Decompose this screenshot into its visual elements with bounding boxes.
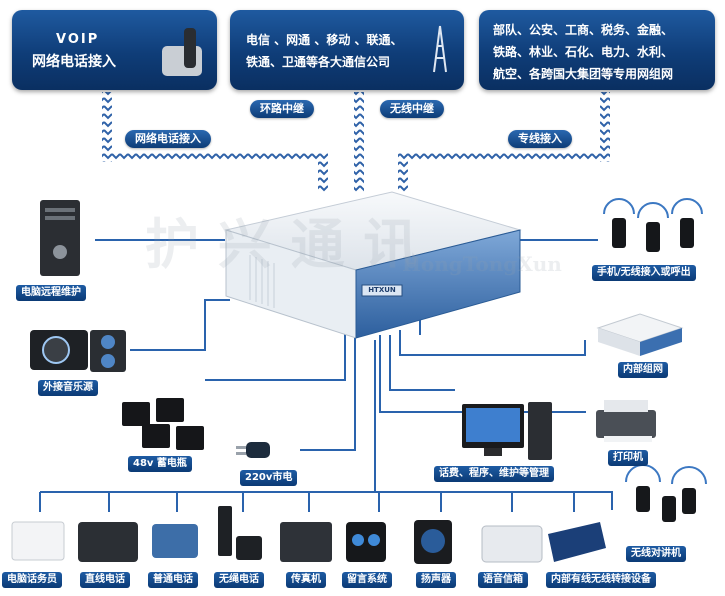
bottom-label-cordless-phone: 无绳电话	[214, 572, 264, 588]
battery-label: 48v 蓄电瓶	[128, 456, 192, 472]
power-plug-icon	[236, 442, 270, 458]
watermark-english: HongTongXun	[402, 252, 562, 276]
carriers-line-2: 铁通、卫通等各大通信公司	[246, 55, 391, 69]
management-label: 话费、程序、维护等管理	[434, 466, 554, 482]
management-pc-icon	[462, 402, 552, 460]
printer-label: 打印机	[608, 450, 648, 466]
desk-phone-icon	[162, 28, 202, 76]
external-music-label: 外接音乐源	[38, 380, 98, 396]
bottom-label-loudspeaker: 扬声器	[416, 572, 456, 588]
bottom-label-fax: 传真机	[286, 572, 326, 588]
computer-tower-icon	[40, 200, 80, 276]
ring-relay-pill: 环路中继	[250, 100, 314, 118]
voip-title: VOIP	[56, 32, 100, 47]
network-phone-pill: 网络电话接入	[125, 130, 211, 148]
device-brand-plate: HTXUN	[368, 286, 396, 294]
mobile-access-label: 手机/无线接入或呼出	[592, 265, 696, 281]
bottom-label-direct-phone: 直线电话	[80, 572, 130, 588]
internal-network-label: 内部组网	[618, 362, 668, 378]
mains-power-label: 220v市电	[240, 470, 298, 486]
tower-icon	[433, 25, 447, 73]
printer-icon	[596, 400, 656, 442]
carriers-box: 电信 、网通 、移动 、联通、 铁通、卫通等各大通信公司	[230, 10, 464, 90]
watermark-chinese: 护 兴 通 讯	[145, 212, 418, 276]
bottom-label-voicemail: 语音信箱	[478, 572, 528, 588]
enterprise-line-3: 航空、各跨国大集团等专用网组网	[493, 67, 674, 81]
bottom-device-icons	[11, 506, 606, 564]
enterprise-line-1: 部队、公安、工商、税务、金融、	[493, 23, 674, 37]
enterprise-box: 部队、公安、工商、税务、金融、 铁路、林业、石化、电力、水利、 航空、各跨国大集…	[479, 10, 715, 90]
internal-network-unit-icon	[596, 313, 684, 356]
bottom-label-message-system: 留言系统	[342, 572, 392, 588]
enterprise-line-2: 铁路、林业、石化、电力、水利、	[493, 45, 674, 59]
wireless-relay-pill: 无线中继	[380, 100, 444, 118]
carriers-line-1: 电信 、网通 、移动 、联通、	[246, 33, 403, 47]
walkie-talkie-label: 无线对讲机	[626, 546, 686, 562]
walkie-talkies-icon	[625, 464, 707, 522]
bottom-label-wired-wireless-adapter: 内部有线无线转接设备	[546, 572, 656, 588]
uplink-chevrons	[102, 92, 610, 192]
bottom-label-regular-phone: 普通电话	[148, 572, 198, 588]
battery-pack-icon	[122, 398, 204, 450]
dedicated-line-pill: 专线接入	[508, 130, 572, 148]
speaker-system-icon	[30, 330, 126, 372]
voip-subtitle: 网络电话接入	[32, 54, 116, 70]
central-pbx-unit	[224, 191, 522, 339]
voip-box: VOIP 网络电话接入	[12, 10, 217, 90]
bottom-label-computer-operator: 电脑话务员	[2, 572, 62, 588]
mobile-phones-icon	[603, 198, 703, 252]
remote-maintenance-label: 电脑远程维护	[16, 285, 86, 301]
